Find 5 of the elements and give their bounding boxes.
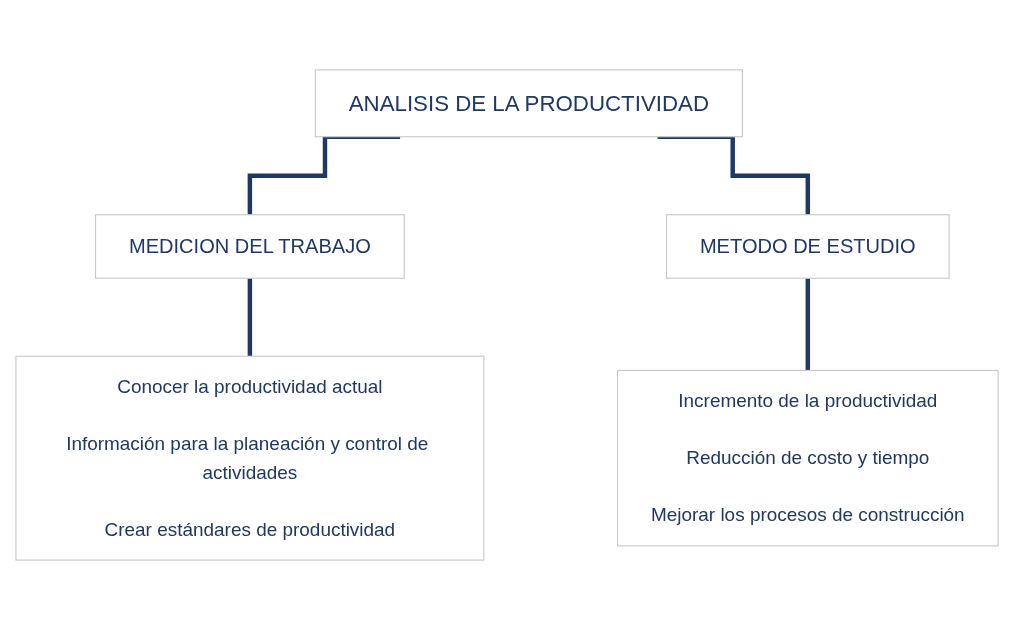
node-box: METODO DE ESTUDIO: [665, 213, 950, 279]
node-box: Incremento de la productividad Reducción de costo y tiempo Mejorar los procesos de construcción: [616, 369, 999, 546]
node-box: ANALISIS DE LA PRODUCTIVIDAD: [314, 68, 743, 137]
node-box: Conocer la productividad actual Información para la planeación y control de actividades Crear estándares de productividad: [14, 355, 484, 561]
node-box: MEDICION DEL TRABAJO: [94, 213, 405, 279]
